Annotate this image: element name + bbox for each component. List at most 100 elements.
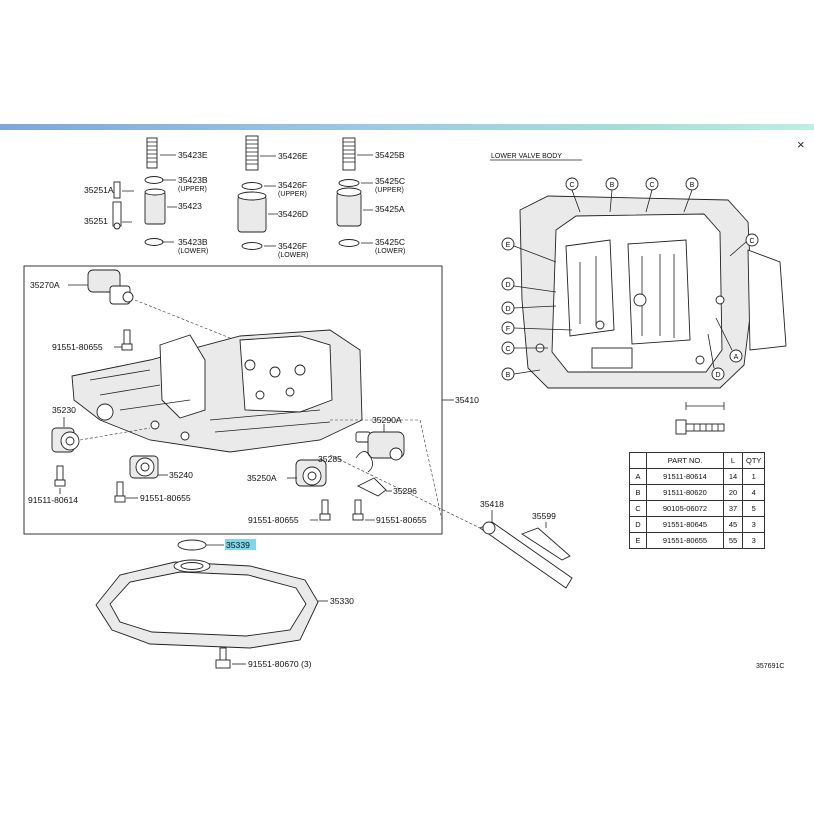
label-35285: 35285 <box>318 454 342 464</box>
header-cell <box>629 452 647 469</box>
o-ring-35425C-upper <box>338 179 360 187</box>
drawing-code: 357691C <box>756 663 784 670</box>
letter-r1: C <box>749 238 754 245</box>
valve-body-35410 <box>71 329 363 453</box>
label-35423B-lower: 35423B <box>178 237 208 247</box>
gasket-35339 <box>177 539 207 551</box>
clip-35285 <box>355 451 373 473</box>
label-91551-80655-d: 91551-80655 <box>376 515 427 525</box>
spring-35425B <box>342 137 356 171</box>
o-ring-35426F-lower <box>241 242 263 250</box>
label-35251: 35251 <box>84 216 108 226</box>
o-ring-35426F-upper <box>241 182 263 190</box>
o-ring-35423B-upper <box>144 176 164 184</box>
oil-pan-35330 <box>95 559 319 649</box>
label-35425A: 35425A <box>375 204 405 214</box>
valve-35425A <box>336 187 362 227</box>
bolt-table: PART NO. L QTY A 91511-80614 14 1 B 9151… <box>629 452 766 549</box>
label-35426F-upper: 35426F <box>278 180 307 190</box>
letter-b2: D <box>715 372 720 379</box>
header-part-no: PART NO. <box>646 452 724 469</box>
section-title: LOWER VALVE BODY <box>491 153 562 160</box>
label-35270A: 35270A <box>30 280 60 290</box>
label-91551-80655-b: 91551-80655 <box>140 493 191 503</box>
label-35423: 35423 <box>178 201 202 211</box>
table-cell: 3 <box>741 516 766 533</box>
table-cell: 91511-80620 <box>646 484 724 501</box>
bolt-80614 <box>54 465 66 487</box>
solenoid-35250A <box>295 459 327 487</box>
label-upper-1: (UPPER) <box>178 186 207 193</box>
letter-t3: C <box>649 182 654 189</box>
label-35418: 35418 <box>480 499 504 509</box>
bolt-bottom-left <box>319 499 331 521</box>
label-35330: 35330 <box>330 596 354 606</box>
label-35426F-lower: 35426F <box>278 241 307 251</box>
table-cell: 91511-80614 <box>646 468 724 485</box>
valve-35423 <box>144 188 166 225</box>
table-row: A 91511-80614 14 1 <box>629 468 766 485</box>
table-cell: A <box>629 468 647 485</box>
label-91551-80655-a: 91551-80655 <box>52 342 103 352</box>
label-35296: 35296 <box>393 486 417 496</box>
valve-35426D <box>237 191 267 233</box>
table-row: C 90105-06072 37 5 <box>629 500 766 517</box>
letter-t2: B <box>610 182 615 189</box>
label-lower-1: (LOWER) <box>178 248 208 255</box>
label-lower-3: (LOWER) <box>375 248 405 255</box>
label-91551-80670: 91551-80670 (3) <box>248 659 312 669</box>
bolt-mid-left <box>114 481 126 503</box>
table-cell: B <box>629 484 647 501</box>
label-35250A: 35250A <box>247 473 277 483</box>
label-91511-80614: 91511-80614 <box>28 495 78 505</box>
letter-t1: C <box>569 182 574 189</box>
callout-labels: 35423E 35423B (UPPER) 35423 35423B (LOWE… <box>28 150 784 670</box>
label-upper-2: (UPPER) <box>278 191 307 198</box>
clip-35599 <box>521 527 571 561</box>
label-35426E: 35426E <box>278 151 308 161</box>
label-35425B: 35425B <box>375 150 405 160</box>
table-cell: 37 <box>723 500 743 517</box>
label-35290A: 35290A <box>372 415 402 425</box>
label-35410: 35410 <box>455 395 479 405</box>
letter-l1: E <box>506 242 511 249</box>
highlight-35339 <box>225 539 256 550</box>
table-cell: 4 <box>741 484 766 501</box>
label-35251A: 35251A <box>84 185 114 195</box>
table-cell: 5 <box>741 500 766 517</box>
shaft-35418 <box>479 521 573 589</box>
table-cell: 91551-80655 <box>646 532 724 549</box>
letter-l3: D <box>505 306 510 313</box>
solenoid-35270A <box>87 269 134 305</box>
table-cell: 14 <box>723 468 743 485</box>
label-35425C-upper: 35425C <box>375 176 405 186</box>
table-row: D 91551-80645 45 3 <box>629 516 766 533</box>
label-35240: 35240 <box>169 470 193 480</box>
solenoid-35240 <box>129 455 159 479</box>
solenoid-35290A <box>355 431 405 461</box>
label-35423E: 35423E <box>178 150 208 160</box>
label-35423B-upper: 35423B <box>178 175 208 185</box>
label-35599: 35599 <box>532 511 556 521</box>
bolt-table-header: PART NO. L QTY <box>629 452 766 469</box>
table-cell: 45 <box>723 516 743 533</box>
header-qty: QTY <box>741 452 766 469</box>
table-cell: 1 <box>741 468 766 485</box>
close-icon[interactable]: × <box>797 137 805 152</box>
pan-bolt <box>215 647 231 669</box>
letter-l2: D <box>505 282 510 289</box>
table-row: E 91551-80655 55 3 <box>629 532 766 549</box>
letter-l5: C <box>505 346 510 353</box>
bolt-left-upper <box>121 329 133 351</box>
bolt-bottom-right <box>352 499 364 521</box>
label-35425C-lower: 35425C <box>375 237 405 247</box>
o-ring-35423B-lower <box>144 238 164 246</box>
header-l: L <box>723 452 743 469</box>
letter-t4: B <box>690 182 695 189</box>
table-cell: 55 <box>723 532 743 549</box>
letter-b1: A <box>734 354 739 361</box>
table-cell: C <box>629 500 647 517</box>
solenoid-35230 <box>51 427 80 453</box>
label-35339: 35339 <box>226 540 250 550</box>
